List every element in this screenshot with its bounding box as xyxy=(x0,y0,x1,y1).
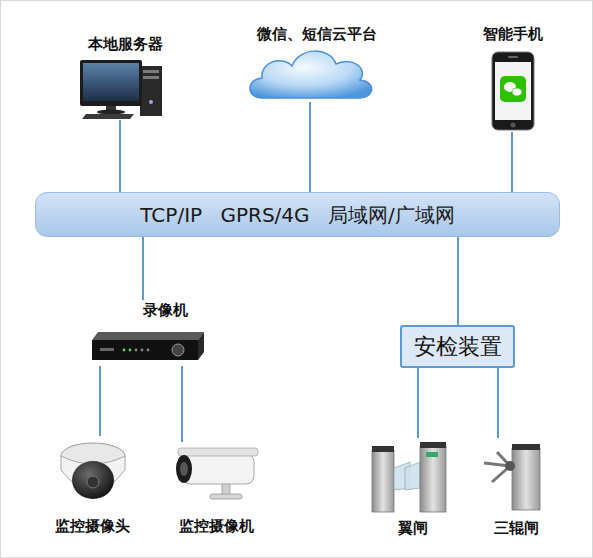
bullet-camera-icon-part xyxy=(210,494,242,499)
phone-icon-part xyxy=(495,62,531,120)
network-link xyxy=(309,102,311,192)
server-icon-part xyxy=(80,60,142,106)
dvr-node: 录像机 xyxy=(90,300,240,366)
tripod-turnstile-icon-part xyxy=(505,461,515,471)
network-link xyxy=(142,237,144,300)
device-label: 监控摄像机 xyxy=(179,516,254,536)
network-link xyxy=(457,237,459,325)
tripod-turnstile-icon-part xyxy=(512,448,540,510)
network-link xyxy=(511,132,513,192)
network-link xyxy=(119,120,121,192)
bullet-camera-icon-part xyxy=(182,454,254,484)
wing-gate-node: 翼闸 xyxy=(366,438,460,538)
network-link xyxy=(417,368,419,438)
wing-gate-icon-part xyxy=(372,446,394,452)
dvr-icon-part xyxy=(141,349,144,352)
tripod-turnstile-icon-part xyxy=(512,444,540,450)
device-label: 录像机 xyxy=(143,300,188,320)
tripod-turnstile-node: 三辊闸 xyxy=(478,438,554,538)
phone-icon-part xyxy=(500,76,526,102)
device-label: 监控摄像头 xyxy=(55,516,130,536)
phone-icon-part xyxy=(511,123,516,128)
bullet-camera-icon-part xyxy=(176,455,192,483)
device-label: 翼闸 xyxy=(398,518,428,538)
security-device-box: 安检装置 xyxy=(400,325,515,368)
dvr-icon-part xyxy=(123,349,126,352)
network-link xyxy=(99,366,101,436)
wing-gate-icon-part xyxy=(420,446,446,512)
phone-icon-part xyxy=(512,88,522,96)
dome-camera-node: 监控摄像头 xyxy=(36,436,148,536)
dvr-icon-part xyxy=(198,332,204,360)
smartphone-node: 智能手机 xyxy=(470,24,556,132)
wing-gate-icon-part xyxy=(405,462,420,490)
phone-icon-part xyxy=(492,52,534,130)
network-link xyxy=(497,368,499,438)
wing-gate-icon-part xyxy=(420,442,446,448)
device-label: 微信、短信云平台 xyxy=(257,24,377,44)
server-icon-part xyxy=(82,114,134,119)
box-text: 安检装置 xyxy=(414,333,502,361)
device-label: 三辊闸 xyxy=(494,518,539,538)
wing-gate-icon-part xyxy=(426,452,438,457)
wing-gate-icon-part xyxy=(372,450,394,512)
server-icon-part xyxy=(143,70,159,73)
server-node: 本地服务器 xyxy=(62,34,188,120)
bullet-camera-icon xyxy=(176,448,258,499)
dvr-icon-part xyxy=(100,348,114,351)
dvr-icon-part xyxy=(92,332,204,340)
phone-icon-part xyxy=(508,56,518,58)
network-link xyxy=(181,366,183,442)
dvr-icon-part xyxy=(92,340,198,360)
bullet-camera-icon-part xyxy=(178,448,258,456)
server-icon-part xyxy=(97,110,125,115)
server-icon xyxy=(80,60,162,119)
network-band: TCP/IP GPRS/4G 局域网/广域网 xyxy=(35,192,560,237)
server-icon-part xyxy=(83,63,139,101)
box-text: TCP/IP GPRS/4G 局域网/广域网 xyxy=(140,202,454,228)
cloud-platform-node: 微信、短信云平台 xyxy=(232,24,402,102)
cloud-icon-part xyxy=(250,51,372,98)
dvr-icon-part xyxy=(135,349,138,352)
dome-camera-icon-part xyxy=(87,476,99,488)
dvr-icon xyxy=(92,332,204,360)
dvr-icon-part xyxy=(147,349,150,352)
tripod-turnstile-icon xyxy=(484,444,540,510)
dvr-icon-part xyxy=(172,344,184,356)
cloud-icon xyxy=(250,51,372,98)
phone-icon xyxy=(492,52,534,130)
dome-camera-icon-part xyxy=(72,461,114,499)
server-icon-part xyxy=(143,76,159,79)
server-icon-part xyxy=(140,66,162,116)
server-icon-part xyxy=(149,100,153,104)
dome-camera-icon xyxy=(61,443,125,499)
bullet-camera-node: 监控摄像机 xyxy=(160,442,272,536)
device-label: 智能手机 xyxy=(483,24,543,44)
device-label: 本地服务器 xyxy=(88,34,163,54)
dvr-icon-part xyxy=(129,349,132,352)
bullet-camera-icon-part xyxy=(180,462,188,476)
wing-gate-icon xyxy=(372,442,446,512)
